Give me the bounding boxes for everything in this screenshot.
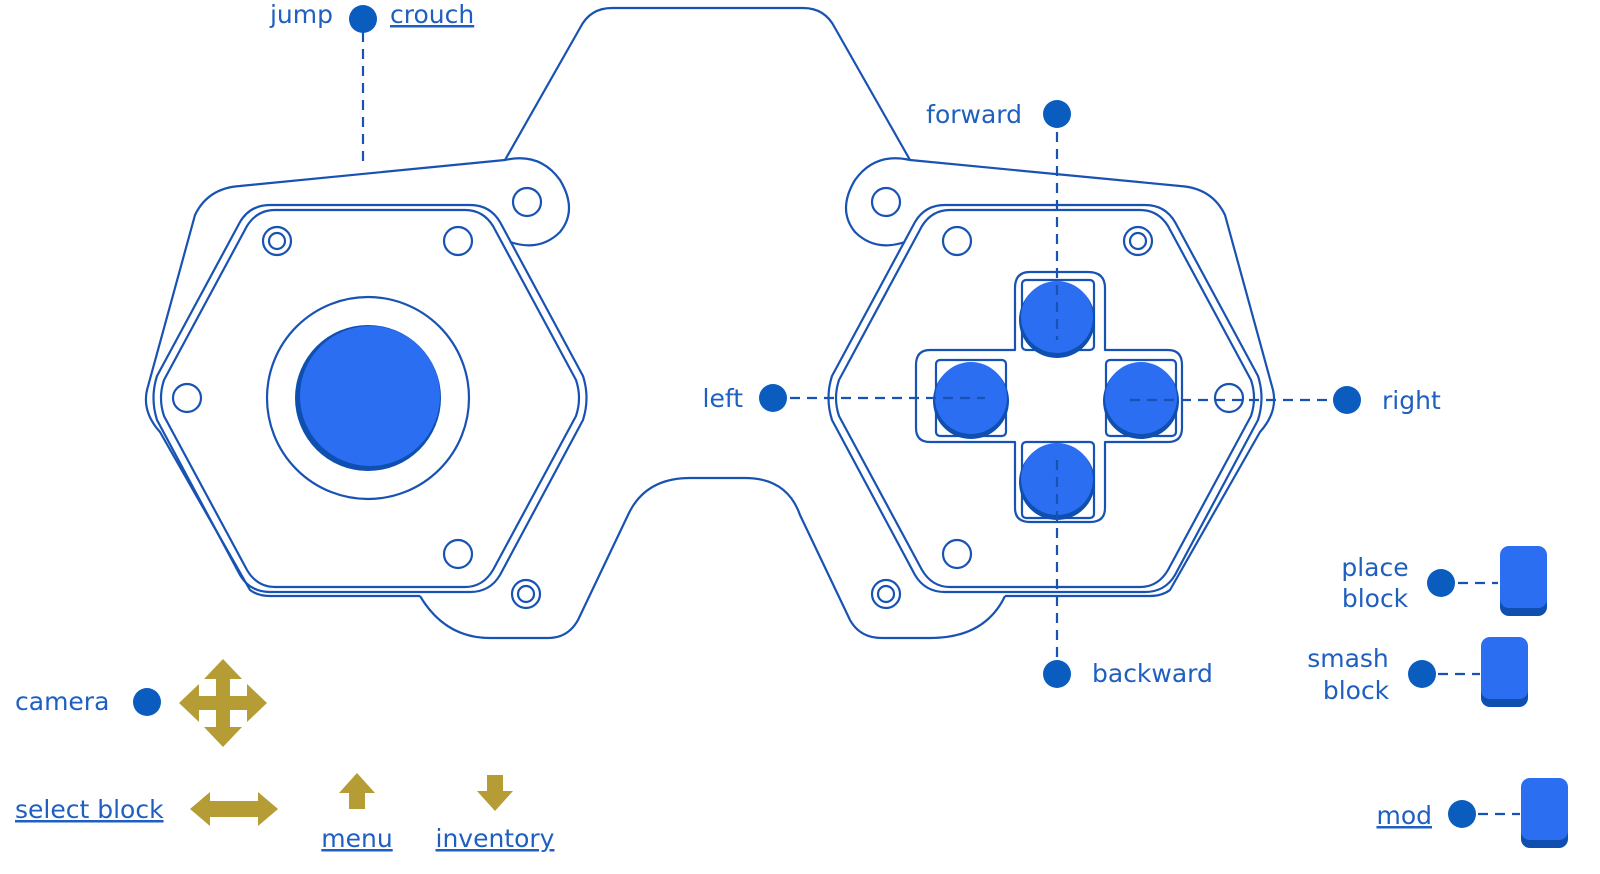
labels: jump crouch forward left right backward … <box>15 0 1441 853</box>
center-plate <box>419 6 1006 640</box>
smash-block-key[interactable] <box>1481 637 1528 699</box>
screw-hole <box>1213 382 1245 414</box>
inventory-label: inventory <box>436 824 555 853</box>
select-block-label: select block <box>15 795 164 824</box>
screw-hole-inner <box>876 584 896 604</box>
mod-key[interactable] <box>1521 778 1568 840</box>
screw-hole <box>941 538 973 570</box>
camera-label: camera <box>15 687 109 716</box>
backward-dot <box>1043 660 1071 688</box>
smash-block-dot <box>1408 660 1436 688</box>
left-button[interactable] <box>935 362 1007 434</box>
screw-hole <box>261 225 293 257</box>
side-keys <box>1481 546 1568 848</box>
joystick-knob[interactable] <box>300 326 440 466</box>
place-block-label-line1: place <box>1341 553 1408 582</box>
right-hexagon-inner <box>834 208 1256 589</box>
screw-hole-inner <box>516 584 536 604</box>
left-hexagon-inner <box>159 208 581 589</box>
forward-dot <box>1043 100 1071 128</box>
screw-hole <box>510 578 542 610</box>
dpad-housing <box>914 270 1184 524</box>
forward-label: forward <box>926 100 1022 129</box>
forward-button[interactable] <box>1021 281 1093 353</box>
crouch-label: crouch <box>390 0 474 29</box>
four-way-arrow-icon <box>179 659 267 747</box>
place-block-key[interactable] <box>1500 546 1547 608</box>
joystick-ring <box>265 295 471 501</box>
screw-hole <box>171 382 203 414</box>
down-arrow-icon <box>477 775 513 811</box>
screw-hole <box>870 186 902 218</box>
right-button[interactable] <box>1105 362 1177 434</box>
horizontal-double-arrow-icon <box>190 792 278 826</box>
controller-body <box>144 6 1276 640</box>
jump-dot <box>349 5 377 33</box>
right-dot <box>1333 386 1361 414</box>
left-hexagon <box>152 203 588 594</box>
mod-label: mod <box>1376 801 1432 830</box>
camera-dot <box>133 688 161 716</box>
menu-label: menu <box>321 824 392 853</box>
backward-label: backward <box>1092 659 1213 688</box>
screw-hole-inner <box>267 231 287 251</box>
screw-hole <box>511 186 543 218</box>
up-arrow-icon <box>339 773 375 809</box>
smash-block-label-line2: block <box>1323 676 1390 705</box>
screw-hole <box>442 538 474 570</box>
smash-block-label-line1: smash <box>1307 644 1389 673</box>
screw-hole <box>1122 225 1154 257</box>
right-label: right <box>1382 386 1441 415</box>
right-wing-plate <box>844 157 1276 598</box>
left-label: left <box>703 384 744 413</box>
place-block-dot <box>1427 569 1455 597</box>
left-dot <box>759 384 787 412</box>
screw-hole <box>870 578 902 610</box>
screw-hole-inner <box>1128 231 1148 251</box>
jump-label: jump <box>269 0 333 29</box>
right-hexagon <box>827 203 1263 594</box>
screw-hole <box>941 225 973 257</box>
mod-dot <box>1448 800 1476 828</box>
place-block-label-line2: block <box>1342 584 1409 613</box>
left-wing-plate <box>144 157 571 598</box>
screw-hole <box>442 225 474 257</box>
leader-lines <box>133 5 1520 828</box>
